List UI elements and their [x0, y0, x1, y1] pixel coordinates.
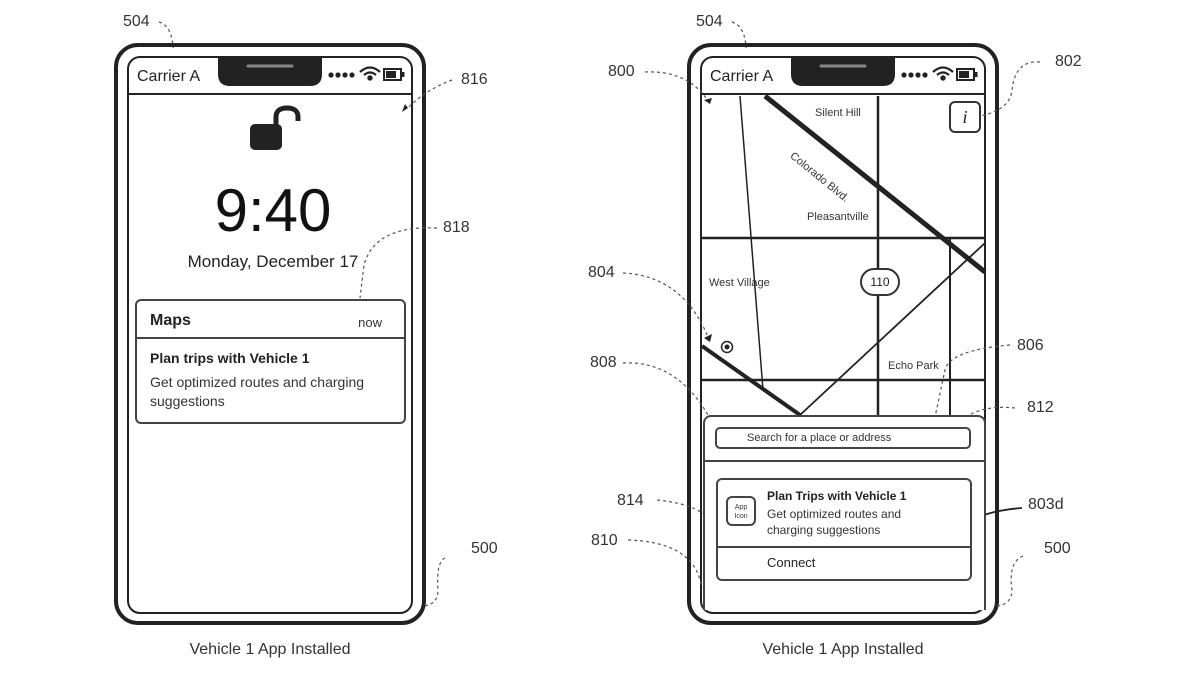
notification-body: Get optimized routes and charging sugges… [150, 374, 365, 409]
right-battery-icon [956, 68, 978, 81]
highway-110-shield: 110 [860, 268, 900, 296]
ref-504-left: 504 [123, 13, 150, 30]
left-figure-caption: Vehicle 1 App Installed [189, 641, 351, 658]
ref-814: 814 [617, 492, 644, 509]
left-battery-icon [383, 68, 405, 81]
left-phone-notch [218, 57, 322, 86]
ref-800: 800 [608, 63, 635, 80]
left-carrier-label: Carrier A [137, 68, 201, 85]
connect-button[interactable]: Connect [767, 555, 816, 570]
maps-notification-card[interactable]: Maps now Plan trips with Vehicle 1 Get o… [135, 299, 406, 424]
unlocked-padlock-icon [250, 105, 301, 150]
map-label-west-village: West Village [709, 277, 770, 289]
ref-812: 812 [1027, 399, 1054, 416]
app-icon: App Icon [726, 496, 756, 526]
card-title: Plan Trips with Vehicle 1 [767, 489, 907, 503]
map-label-silent-hill: Silent Hill [815, 107, 861, 119]
ref-818: 818 [443, 219, 470, 236]
right-wifi-icon [932, 66, 954, 81]
info-button[interactable]: i [949, 101, 981, 133]
notification-app-name: Maps [150, 312, 191, 329]
map-label-echo-park: Echo Park [888, 360, 939, 372]
ref-808: 808 [590, 354, 617, 371]
left-wifi-icon [359, 66, 381, 81]
ref-802: 802 [1055, 53, 1082, 70]
right-signal-icon [901, 72, 928, 78]
card-body: Get optimized routes and charging sugges… [767, 507, 902, 537]
ref-500-right: 500 [1044, 540, 1071, 557]
ref-804: 804 [588, 264, 615, 281]
ref-806: 806 [1017, 337, 1044, 354]
left-signal-icon [328, 72, 355, 78]
map-label-pleasantville: Pleasantville [807, 211, 869, 223]
right-figure-caption: Vehicle 1 App Installed [762, 641, 924, 658]
ref-803d: 803d [1028, 496, 1064, 513]
map-roads [700, 94, 987, 417]
lockscreen-time: 9:40 [214, 177, 332, 244]
ref-500-left: 500 [471, 540, 498, 557]
search-placeholder: Search for a place or address [747, 432, 892, 444]
ref-816: 816 [461, 71, 488, 88]
right-carrier-label: Carrier A [710, 68, 774, 85]
lockscreen-date: Monday, December 17 [187, 252, 359, 271]
ref-810: 810 [591, 532, 618, 549]
card-divider [716, 546, 972, 548]
notification-header: Maps now [137, 301, 404, 339]
sheet-divider [703, 460, 986, 462]
current-location-marker [720, 340, 734, 354]
search-input[interactable]: Search for a place or address [715, 427, 971, 449]
vehicle-suggestion-card [716, 478, 972, 581]
ref-504-right: 504 [696, 13, 723, 30]
right-phone-notch [791, 57, 895, 86]
notification-time: now [358, 315, 382, 330]
notification-title: Plan trips with Vehicle 1 [150, 350, 310, 366]
